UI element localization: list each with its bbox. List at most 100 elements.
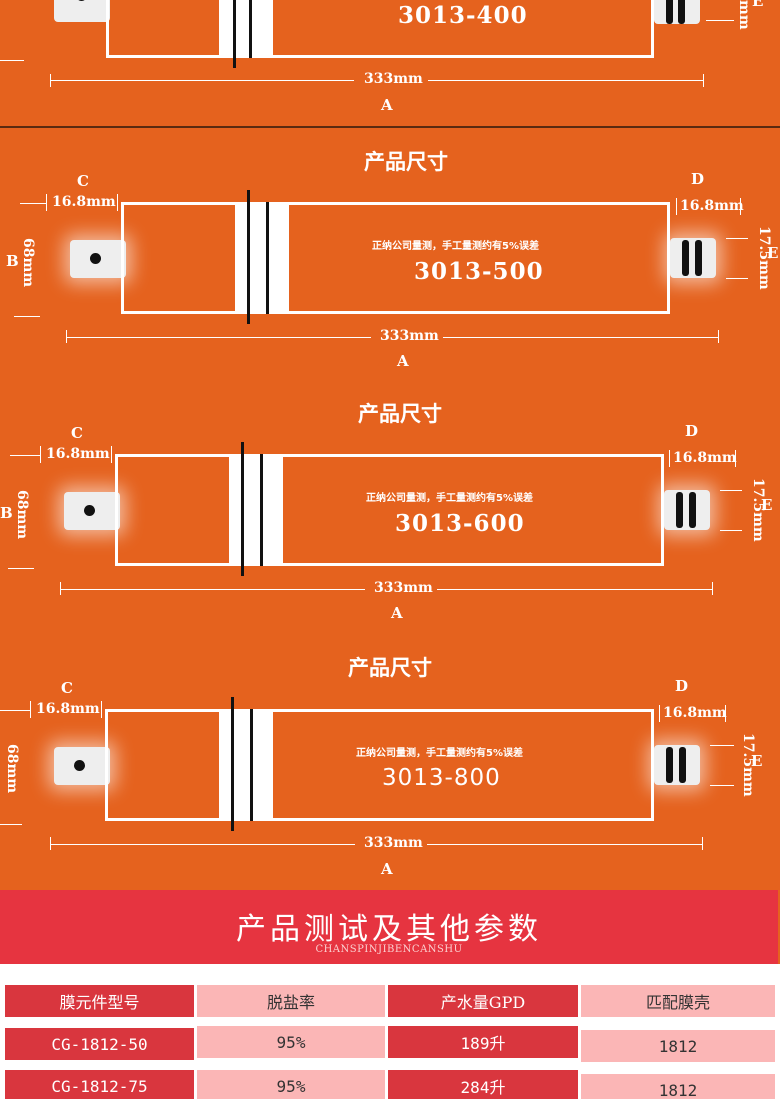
table-cell: 95% bbox=[197, 1026, 385, 1058]
label-c: C bbox=[77, 172, 89, 190]
diameter-dimension: 68mm bbox=[4, 744, 20, 794]
label-e: E bbox=[752, 0, 764, 10]
dim-tick bbox=[50, 837, 51, 850]
left-end-cap bbox=[54, 0, 110, 22]
dim-tick bbox=[676, 198, 677, 215]
table-cell: 284升 bbox=[388, 1070, 578, 1099]
test-parameters-title: 产品测试及其他参数 bbox=[236, 912, 542, 947]
band-line bbox=[260, 454, 263, 566]
label-d: D bbox=[685, 422, 699, 440]
length-line bbox=[50, 80, 354, 81]
dim-tick bbox=[8, 568, 34, 569]
length-line bbox=[443, 337, 719, 338]
dim-tick bbox=[710, 785, 734, 786]
model-number: 3013-500 bbox=[414, 258, 544, 285]
membrane-band bbox=[220, 709, 272, 821]
dim-tick bbox=[659, 705, 660, 722]
membrane-right-body bbox=[286, 202, 670, 314]
band-line bbox=[249, 0, 252, 58]
table-cell: 189升 bbox=[388, 1026, 578, 1058]
dim-tick bbox=[669, 450, 670, 467]
section-title: 产品尺寸 bbox=[364, 150, 448, 174]
membrane-left-body bbox=[106, 0, 222, 58]
label-a: A bbox=[397, 352, 409, 370]
length-line bbox=[60, 589, 365, 590]
model-number: 3013-600 bbox=[395, 510, 525, 537]
length-line bbox=[428, 80, 704, 81]
right-length-dimension: 16.8mm bbox=[663, 705, 727, 721]
label-d: D bbox=[691, 170, 705, 188]
membrane-right-body bbox=[270, 709, 654, 821]
length-dimension: 333mm bbox=[374, 580, 433, 596]
test-parameters-table: 膜元件型号 脱盐率 产水量GPD 匹配膜壳 CG-1812-50 95% 189… bbox=[0, 964, 780, 1099]
dimension-panel-4: 产品尺寸 C 16.8mm D 16.8mm 68mm 正纳公司量测，手工量测约… bbox=[0, 632, 780, 890]
table-cell: 1812 bbox=[581, 1074, 775, 1099]
band-line bbox=[233, 0, 236, 68]
dim-tick bbox=[740, 198, 741, 215]
test-parameters-header: 产品测试及其他参数 CHANSPINJIBENCANSHU bbox=[0, 890, 778, 964]
dim-tick bbox=[0, 710, 30, 711]
table-cell: 95% bbox=[197, 1070, 385, 1099]
dim-tick bbox=[40, 446, 41, 463]
dim-tick bbox=[718, 330, 719, 343]
membrane-left-body bbox=[121, 202, 238, 314]
right-end-cap bbox=[654, 745, 700, 785]
label-a: A bbox=[381, 860, 393, 878]
dim-tick bbox=[720, 530, 742, 531]
dim-tick bbox=[703, 74, 704, 87]
membrane-left-body bbox=[115, 454, 232, 566]
table-cell: 1812 bbox=[581, 1030, 775, 1062]
band-line bbox=[266, 202, 269, 314]
table-header: 产水量GPD bbox=[388, 985, 578, 1017]
membrane-band bbox=[236, 202, 288, 314]
dim-tick bbox=[60, 582, 61, 595]
measurement-notice: 正纳公司量测，手工量测约有5%误差 bbox=[366, 493, 533, 504]
dim-tick bbox=[726, 238, 748, 239]
label-b: B bbox=[0, 504, 13, 522]
left-end-cap bbox=[64, 492, 120, 530]
band-line bbox=[247, 190, 250, 324]
dim-tick bbox=[50, 74, 51, 87]
right-end-cap bbox=[664, 490, 710, 530]
left-length-dimension: 16.8mm bbox=[36, 701, 100, 717]
right-length-dimension: 16.8mm bbox=[673, 450, 737, 466]
model-number: 3013-800 bbox=[382, 765, 501, 791]
dim-tick bbox=[10, 455, 40, 456]
table-header: 膜元件型号 bbox=[5, 985, 194, 1017]
dimension-panel-3: 产品尺寸 C 16.8mm D 16.8mm B 68mm 正纳公司量测，手工量… bbox=[0, 380, 780, 632]
dim-tick bbox=[725, 705, 726, 722]
left-length-dimension: 16.8mm bbox=[46, 446, 110, 462]
dim-tick bbox=[720, 490, 742, 491]
band-line bbox=[231, 697, 234, 831]
left-length-dimension: 16.8mm bbox=[52, 194, 116, 210]
membrane-right-body bbox=[280, 454, 664, 566]
section-divider bbox=[0, 126, 780, 128]
dim-tick bbox=[706, 20, 734, 21]
membrane-band bbox=[230, 454, 282, 566]
dim-tick bbox=[0, 60, 24, 61]
left-end-cap bbox=[70, 240, 126, 278]
dim-tick bbox=[710, 745, 734, 746]
label-b: B bbox=[6, 252, 19, 270]
port-dimension: mm bbox=[736, 0, 752, 30]
section-title: 产品尺寸 bbox=[348, 656, 432, 680]
section-title: 产品尺寸 bbox=[358, 402, 442, 426]
label-a: A bbox=[391, 604, 403, 622]
label-c: C bbox=[61, 679, 73, 697]
label-e: E bbox=[767, 244, 779, 262]
dim-tick bbox=[30, 701, 31, 718]
dim-tick bbox=[111, 446, 112, 463]
dimension-panel-1: 3013-400 mm E 333mm A bbox=[0, 0, 780, 126]
dim-tick bbox=[712, 582, 713, 595]
diameter-dimension: 68mm bbox=[14, 490, 30, 540]
measurement-notice: 正纳公司量测，手工量测约有5%误差 bbox=[356, 748, 523, 759]
dim-tick bbox=[726, 278, 748, 279]
length-dimension: 333mm bbox=[380, 328, 439, 344]
dim-tick bbox=[20, 203, 46, 204]
table-cell: CG-1812-50 bbox=[5, 1028, 194, 1060]
right-length-dimension: 16.8mm bbox=[680, 198, 744, 214]
dim-tick bbox=[117, 194, 118, 211]
test-parameters-subtitle: CHANSPINJIBENCANSHU bbox=[315, 944, 463, 955]
membrane-right-body bbox=[270, 0, 654, 58]
diameter-dimension: 68mm bbox=[20, 238, 36, 288]
